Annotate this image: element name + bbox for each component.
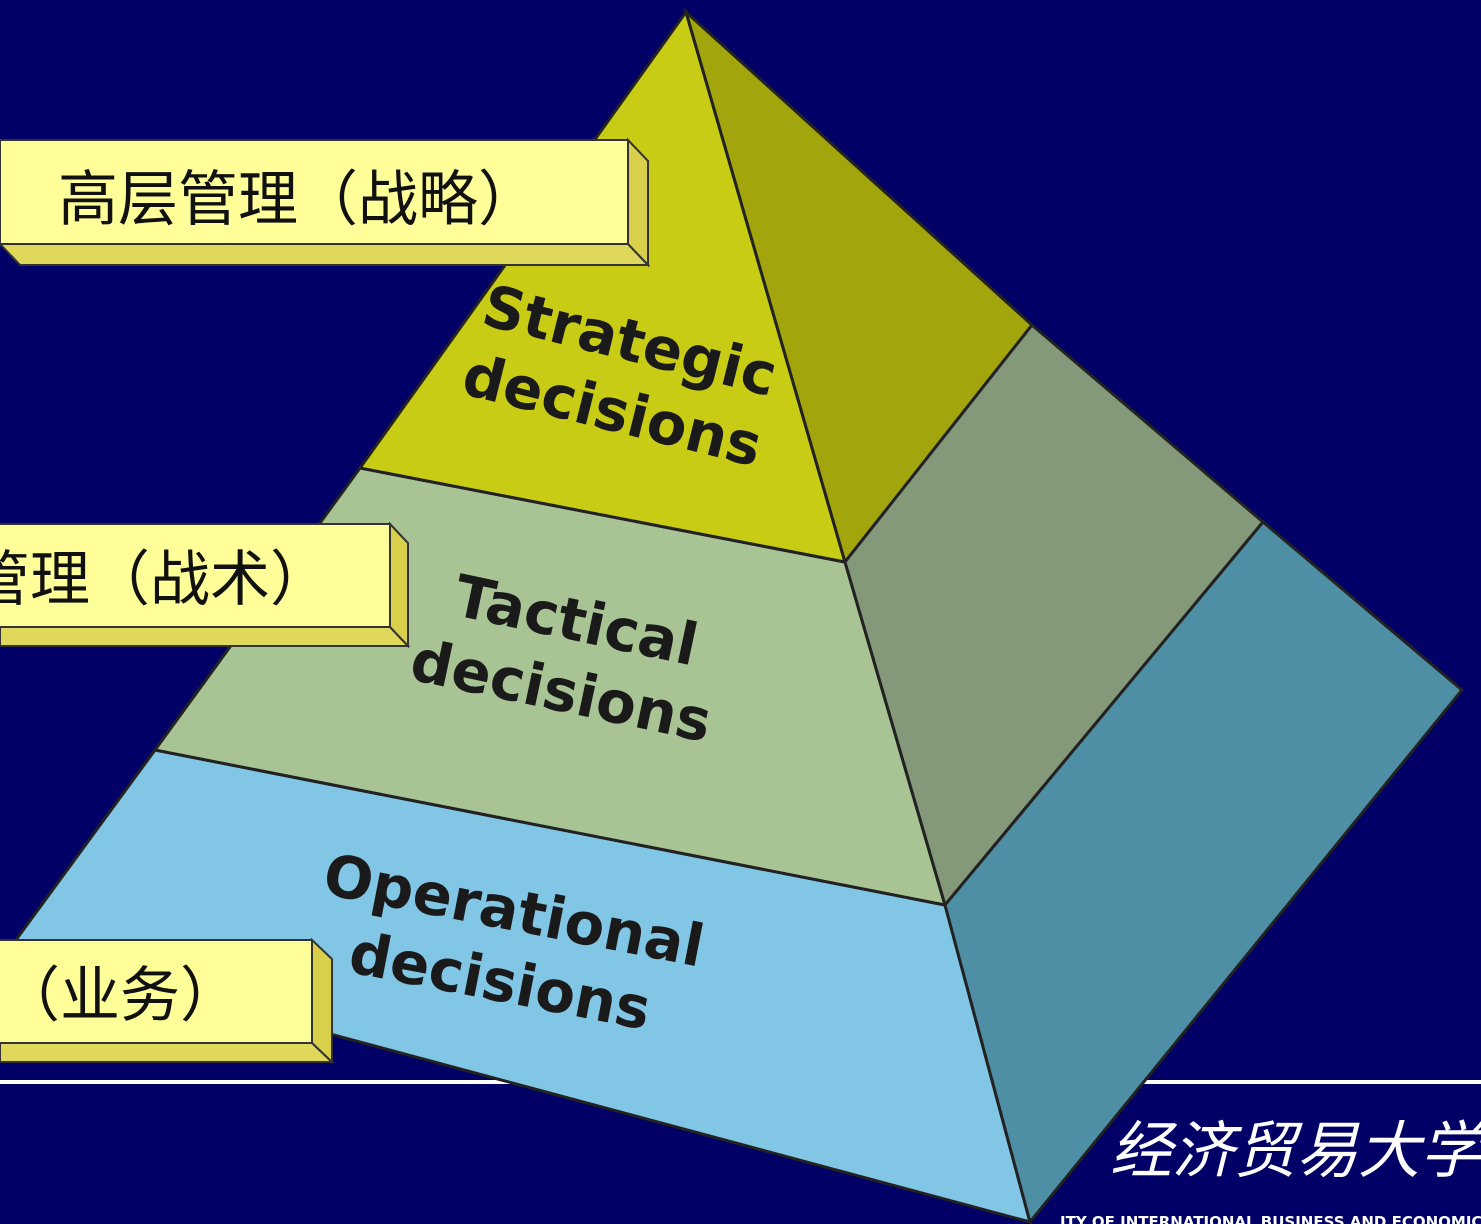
pyramid-side-operational	[943, 519, 1465, 1224]
label-bottom-plaque	[0, 939, 313, 1044]
label-middle-shadow-right	[389, 521, 409, 649]
label-top-shadow-bottom	[0, 243, 651, 266]
label-top-box: 高层管理（战略）	[0, 137, 651, 268]
label-top-text: 高层管理（战略）	[58, 165, 538, 235]
label-middle-shadow-bottom	[0, 626, 411, 647]
logo-chinese-text: 经济贸易大学	[1110, 1114, 1481, 1187]
label-middle-text: 管理（战术）	[0, 545, 330, 615]
label-middle-plaque	[0, 523, 391, 628]
label-bottom-box: （业务）	[0, 937, 335, 1065]
label-bottom-text: （业务）	[0, 961, 240, 1031]
logo-english-text: ITY OF INTERNATIONAL BUSINESS AND ECONOM…	[1060, 1213, 1481, 1224]
label-top-shadow-right	[627, 137, 649, 268]
label-top-plaque	[0, 139, 629, 245]
pyramid: Strategic decisions Tactical decisions O…	[7, 7, 1465, 1224]
label-bottom-shadow-bottom	[0, 1042, 335, 1063]
label-bottom-shadow-right	[311, 937, 333, 1065]
label-middle-box: 管理（战术）	[0, 521, 411, 649]
university-logo: 经济贸易大学 ITY OF INTERNATIONAL BUSINESS AND…	[1060, 1114, 1481, 1224]
